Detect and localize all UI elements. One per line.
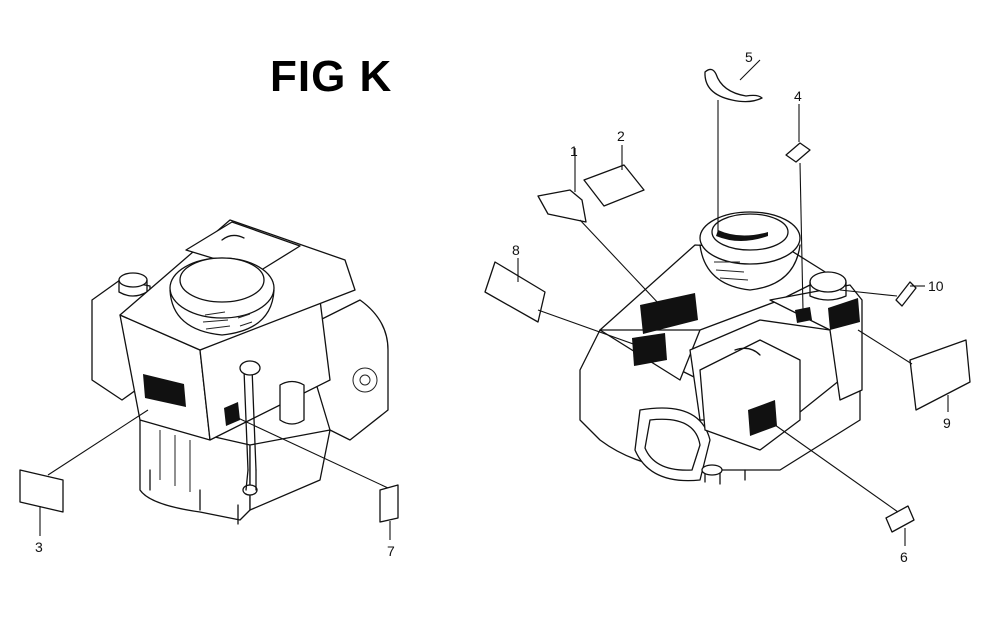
decal-4-location	[795, 307, 812, 323]
callout-5: 5	[745, 49, 753, 65]
label-part-3: 3	[19, 409, 149, 555]
callout-3: 3	[35, 539, 43, 555]
callout-4: 4	[794, 88, 802, 104]
label-part-10: 10	[839, 278, 944, 307]
label-part-9: 9	[857, 329, 971, 431]
decal-6-location	[748, 400, 777, 436]
label-part-4: 4	[785, 88, 811, 311]
callout-8: 8	[512, 242, 520, 258]
decal-8-location	[632, 333, 667, 366]
callout-1: 1	[570, 143, 578, 159]
decal-9-location	[828, 298, 860, 330]
figure-title: FIG K	[270, 52, 393, 101]
callout-9: 9	[943, 415, 951, 431]
callout-10: 10	[928, 278, 944, 294]
decal-7-location	[224, 402, 240, 426]
label-part-2: 2	[583, 128, 645, 207]
callout-7: 7	[387, 543, 395, 559]
callout-6: 6	[900, 549, 908, 565]
callout-2: 2	[617, 128, 625, 144]
decal-1-location	[640, 293, 698, 334]
engine-left-view	[91, 219, 389, 525]
engine-right-view	[579, 211, 863, 485]
decal-3-location	[143, 374, 186, 407]
label-part-7: 7	[237, 417, 399, 559]
label-part-5: 5	[704, 49, 763, 232]
label-part-1: 1	[537, 143, 661, 306]
label-part-6: 6	[774, 424, 915, 565]
label-part-8: 8	[484, 242, 637, 346]
